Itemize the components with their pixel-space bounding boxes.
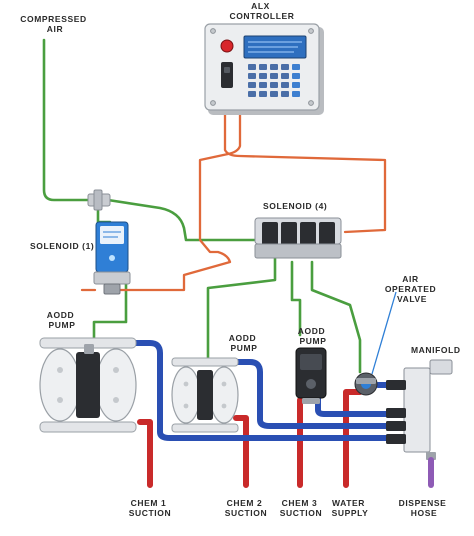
solenoid-1-label: SOLENOID (1) bbox=[30, 241, 94, 251]
water-supply-line bbox=[343, 389, 363, 488]
keypad-key[interactable] bbox=[292, 73, 300, 79]
solenoid-4-label: SOLENOID (4) bbox=[263, 201, 327, 211]
solenoid-1 bbox=[93, 221, 131, 295]
keypad-key[interactable] bbox=[292, 91, 300, 97]
keypad[interactable] bbox=[248, 64, 300, 97]
alx-controller bbox=[204, 23, 324, 115]
mid-pump-discharge bbox=[233, 359, 407, 429]
dispense-hose-label: DISPENSE HOSE bbox=[399, 498, 450, 518]
chem2-suction-label: CHEM 2 SUCTION bbox=[225, 498, 267, 518]
air-to-small-pump bbox=[290, 260, 302, 337]
aodd-pump-mid bbox=[171, 357, 239, 433]
aodd-pump-small-label: AODD PUMP bbox=[298, 326, 328, 346]
screw-icon bbox=[210, 100, 216, 106]
alx-controller-label: ALX CONTROLLER bbox=[229, 1, 294, 21]
key-switch[interactable] bbox=[221, 62, 233, 88]
keypad-key[interactable] bbox=[292, 82, 300, 88]
screw-icon bbox=[308, 100, 314, 106]
solenoid-4-manifold bbox=[254, 217, 342, 259]
keypad-key[interactable] bbox=[259, 82, 267, 88]
aodd-pump-left-label: AODD PUMP bbox=[47, 310, 77, 330]
screw-icon bbox=[210, 28, 216, 34]
emergency-stop-button[interactable] bbox=[220, 39, 234, 53]
keypad-key[interactable] bbox=[259, 64, 267, 70]
aodd-pump-mid-label: AODD PUMP bbox=[229, 333, 259, 353]
air-to-solenoid4 bbox=[106, 198, 257, 242]
keypad-key[interactable] bbox=[281, 82, 289, 88]
keypad-key[interactable] bbox=[248, 64, 256, 70]
air-to-mid-pump bbox=[206, 254, 277, 362]
keypad-key[interactable] bbox=[259, 91, 267, 97]
keypad-key[interactable] bbox=[248, 91, 256, 97]
air-to-valve bbox=[310, 260, 362, 374]
keypad-key[interactable] bbox=[270, 73, 278, 79]
keypad-key[interactable] bbox=[281, 73, 289, 79]
keypad-key[interactable] bbox=[281, 64, 289, 70]
solenoid-status-led bbox=[109, 255, 115, 261]
valve-callout-line bbox=[371, 291, 397, 375]
air-operated-valve bbox=[354, 372, 378, 396]
air-operated-valve-label: AIR OPERATED VALVE bbox=[385, 274, 439, 304]
main-air-line bbox=[42, 38, 94, 202]
chem2-suction-line bbox=[233, 415, 249, 488]
keypad-key[interactable] bbox=[248, 82, 256, 88]
compressed-air-label: COMPRESSED AIR bbox=[20, 14, 89, 34]
air-to-left-pump bbox=[92, 268, 128, 347]
keypad-key[interactable] bbox=[270, 91, 278, 97]
cable-controller-to-solenoid4 bbox=[223, 110, 387, 234]
manifold bbox=[386, 359, 453, 460]
signal-cables bbox=[80, 110, 387, 292]
aodd-pump-left bbox=[39, 337, 137, 433]
chem1-suction-label: CHEM 1 SUCTION bbox=[129, 498, 171, 518]
keypad-key[interactable] bbox=[259, 73, 267, 79]
water-supply-label: WATER SUPPLY bbox=[332, 498, 369, 518]
keypad-key[interactable] bbox=[292, 64, 300, 70]
chem3-suction-label: CHEM 3 SUCTION bbox=[280, 498, 322, 518]
cable-controller-to-solenoid1 bbox=[110, 110, 242, 292]
keypad-key[interactable] bbox=[270, 82, 278, 88]
chem1-suction-line bbox=[137, 419, 153, 488]
keypad-key[interactable] bbox=[281, 91, 289, 97]
chemical-suction-lines bbox=[137, 389, 363, 488]
left-pump-discharge bbox=[127, 340, 407, 441]
air-lines bbox=[42, 38, 362, 374]
screw-icon bbox=[308, 28, 314, 34]
aodd-pump-small bbox=[295, 347, 327, 404]
keypad-key[interactable] bbox=[270, 64, 278, 70]
manifold-label: MANIFOLD bbox=[411, 345, 461, 355]
air-tee-fitting bbox=[87, 189, 111, 211]
keypad-key[interactable] bbox=[248, 73, 256, 79]
small-pump-discharge bbox=[315, 357, 407, 417]
